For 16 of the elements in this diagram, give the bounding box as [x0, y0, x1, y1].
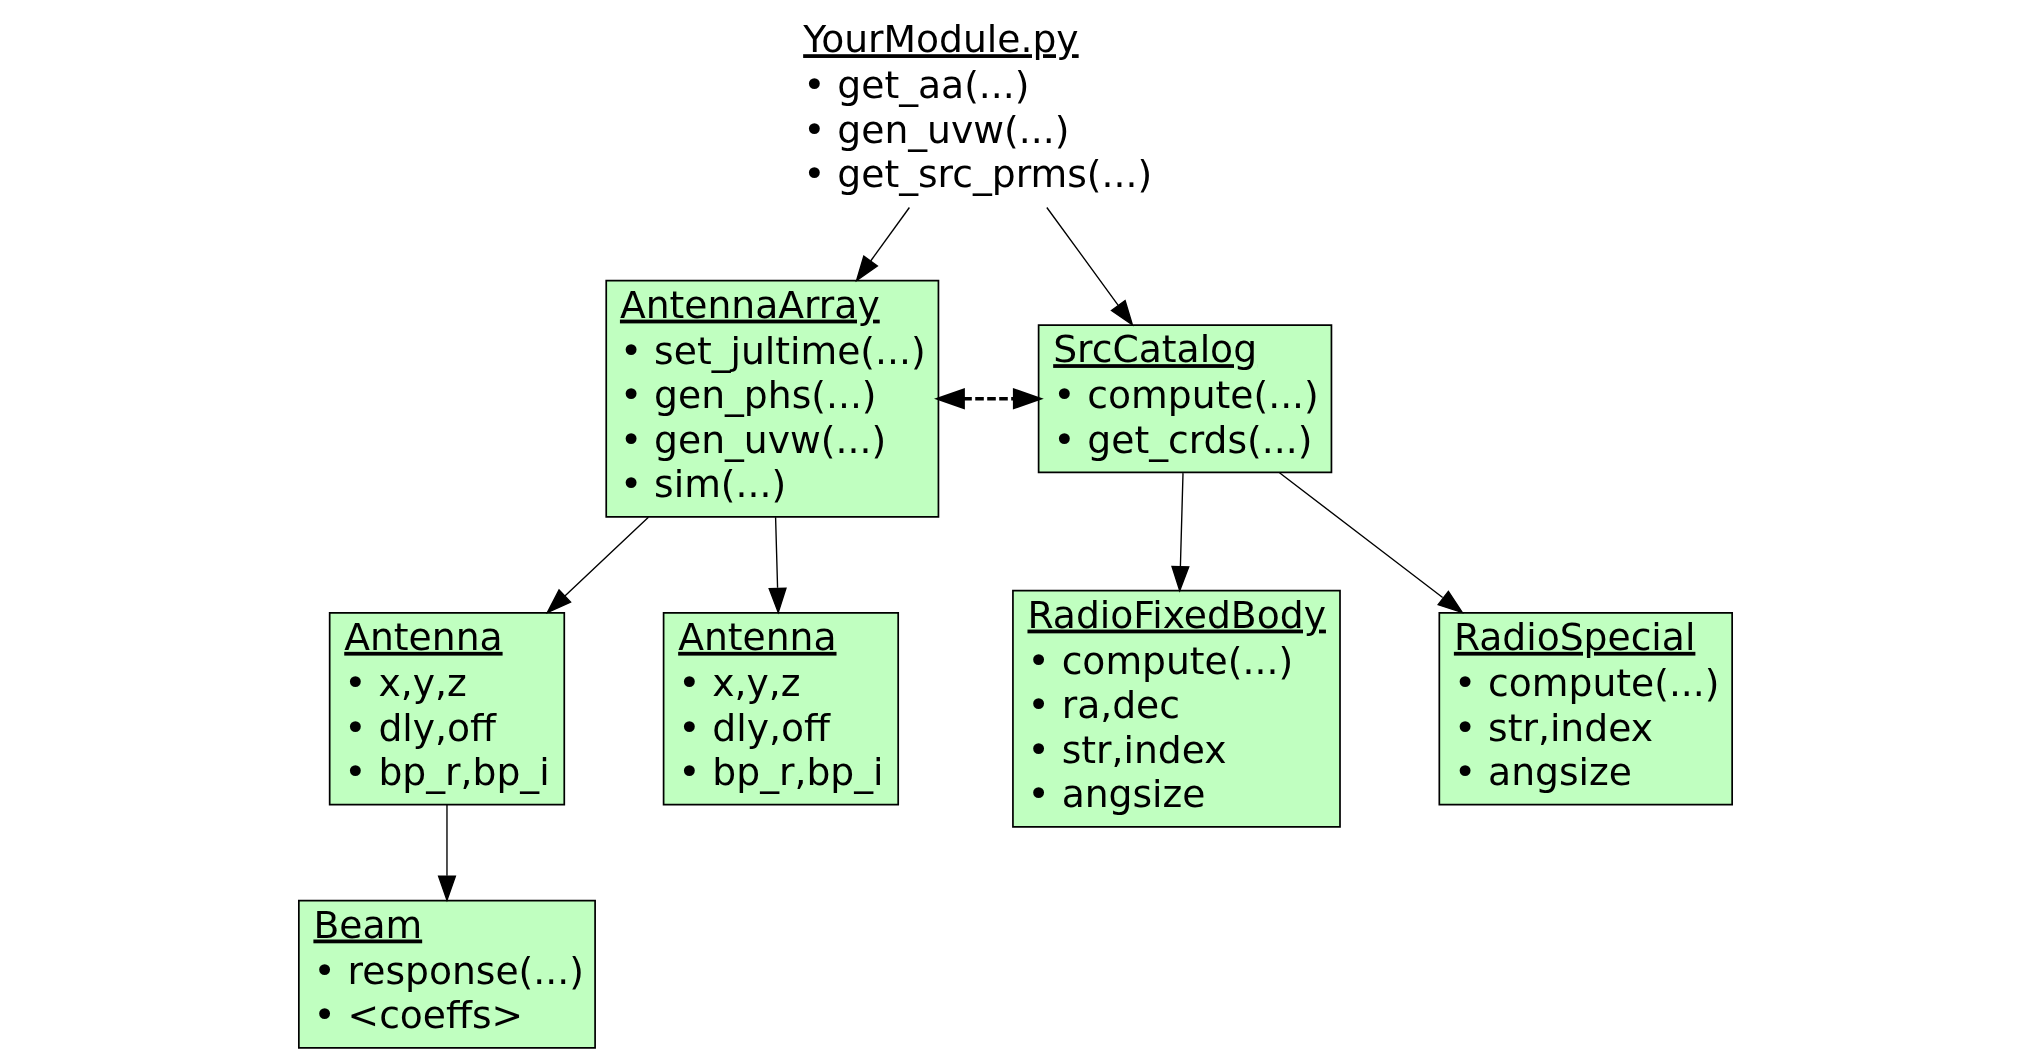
arrow — [1046, 206, 1134, 327]
arrow — [934, 388, 1044, 410]
arrow — [768, 516, 787, 615]
node-box: SrcCatalog • compute(...) • get_crds(...) — [1037, 324, 1333, 474]
node-box: Beam • response(...) • <coeffs> — [298, 899, 596, 1049]
node-box: Antenna • x,y,z • dly,off • bp_r,bp_i — [662, 612, 900, 806]
node-box: AntennaArray • set_jultime(...) • gen_phs(...) • gen_uvw(...) • sim(...) — [605, 279, 940, 518]
node-box: RadioSpecial • compute(...) • str,index • angsize — [1438, 612, 1733, 806]
arrow — [1171, 472, 1190, 593]
arrow — [545, 516, 650, 614]
node-box: Antenna • x,y,z • dly,off • bp_r,bp_i — [328, 612, 566, 806]
arrow — [855, 206, 911, 283]
node-box: RadioFixedBody • compute(...) • ra,dec • str,index • angsize — [1012, 589, 1341, 828]
arrow — [1278, 472, 1464, 614]
arrow — [437, 804, 457, 903]
node-text: YourModule.py • get_aa(...) • gen_uvw(...) • get_src_prms(...) — [803, 17, 1153, 197]
